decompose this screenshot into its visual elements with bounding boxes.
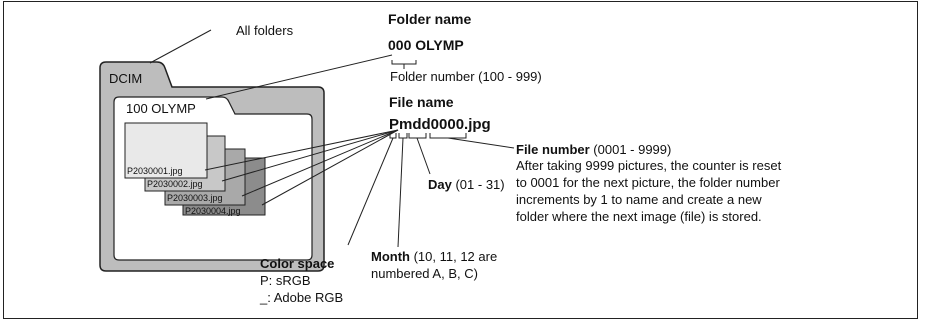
file-label-3: P2030003.jpg <box>167 193 223 203</box>
file-name-example: Pmdd0000.jpg <box>389 116 491 133</box>
file-number-desc-2: to 0001 for the next picture, the folder… <box>516 175 780 190</box>
leader-file-1 <box>204 129 399 171</box>
leader-file-2 <box>221 129 399 182</box>
leader-month <box>397 137 404 248</box>
file-label-2: P2030002.jpg <box>147 179 203 189</box>
subfolder-label: 100 OLYMP <box>126 101 196 116</box>
month-range-2: numbered A, B, C) <box>371 266 478 281</box>
leader-day <box>416 137 431 175</box>
day-label: Day (01 - 31) <box>428 177 505 194</box>
file-number-desc-1: After taking 9999 pictures, the counter … <box>516 158 782 173</box>
file-number-desc-3: increments by 1 to name and create a new <box>516 192 762 207</box>
file-label-4: P2030004.jpg <box>185 206 241 216</box>
leader-file-4 <box>261 129 399 206</box>
all-folders-label: All folders <box>236 23 294 38</box>
bracket-day <box>408 133 427 139</box>
folder-number-note: Folder number (100 - 999) <box>390 69 542 84</box>
bracket-month <box>398 133 408 139</box>
dcim-label: DCIM <box>109 71 143 86</box>
folder-name-heading: Folder name <box>388 11 472 27</box>
diagram-frame <box>3 1 918 319</box>
folder-number-bracket <box>391 60 417 65</box>
file-number-title: File number (0001 - 9999) <box>516 142 671 159</box>
leader-file-number <box>447 137 515 149</box>
leader-color-space <box>347 137 394 246</box>
folder-name-example: 000 OLYMP <box>388 37 464 53</box>
month-label: Month (10, 11, 12 are <box>371 249 497 266</box>
file-label-1: P2030001.jpg <box>127 166 183 176</box>
day-range: (01 - 31) <box>451 177 505 192</box>
file-name-heading: File name <box>389 94 454 110</box>
file-card-1 <box>124 122 208 179</box>
color-space-heading: Color space <box>260 256 335 271</box>
color-space-option-adobe: _: Adobe RGB <box>260 290 344 305</box>
file-number-range: (0001 - 9999) <box>589 142 672 157</box>
month-range-1: (10, 11, 12 are <box>409 249 498 264</box>
leader-file-3 <box>241 129 399 197</box>
bracket-file-number <box>429 133 467 139</box>
file-number-desc-4: folder where the next image (file) is st… <box>516 209 762 224</box>
file-number-heading: File number <box>516 142 590 157</box>
day-heading: Day <box>428 177 452 192</box>
leader-folder-name <box>205 54 393 100</box>
leader-all-folders <box>149 29 212 64</box>
month-heading: Month <box>371 249 410 264</box>
color-space-option-srgb: P: sRGB <box>260 273 311 288</box>
